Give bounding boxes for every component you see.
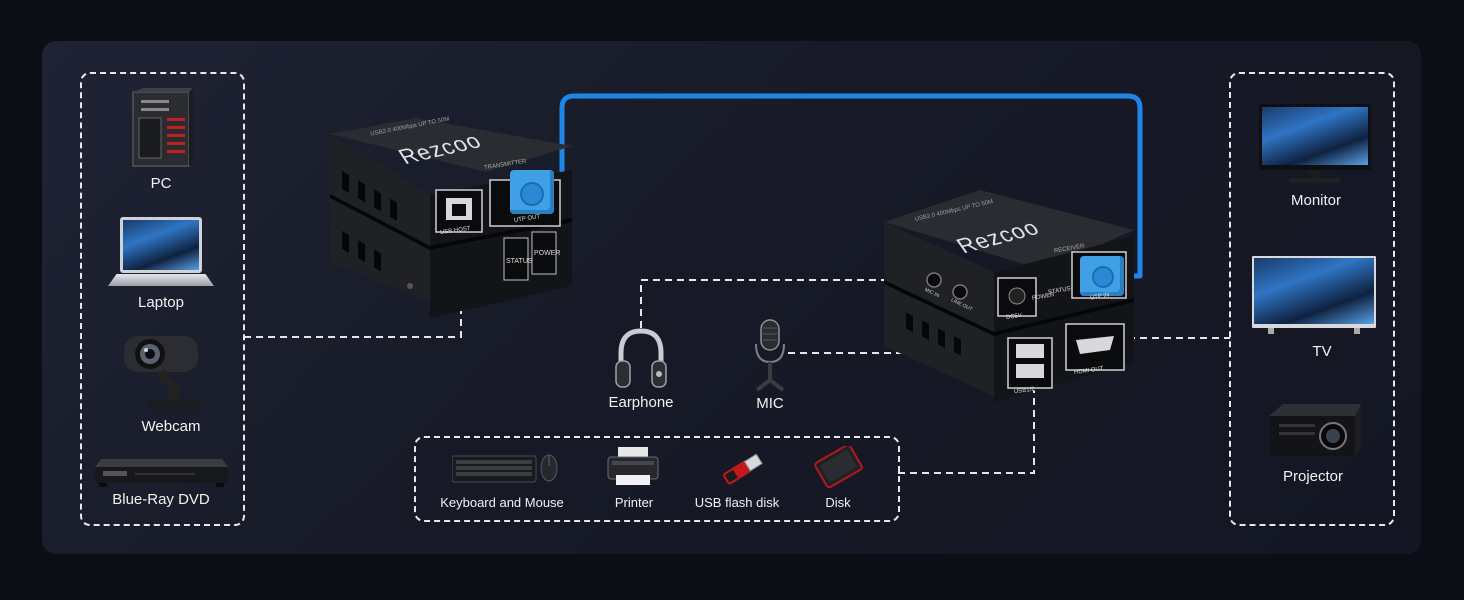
earphone-label: Earphone (608, 394, 674, 411)
webcam-icon (120, 332, 206, 412)
monitor-icon (1259, 104, 1371, 186)
mic-label: MIC (756, 395, 784, 412)
transmitter-power-label: POWER (534, 250, 561, 257)
disk-label: Disk (825, 495, 851, 510)
source-devices-box (80, 72, 245, 526)
earphone-to-receiver-line (640, 279, 930, 328)
pc-label: PC (150, 175, 172, 192)
keyboard-mouse-label: Keyboard and Mouse (440, 495, 564, 510)
receiver-device: Rezcoo USB2.0 400Mbps UP TO 50M RECEIVER… (884, 190, 1134, 406)
usb-flash-disk-icon (718, 449, 766, 489)
monitor-label: Monitor (1290, 192, 1342, 209)
transmitter-rj45-connector (510, 170, 554, 214)
printer-label: Printer (614, 495, 654, 510)
keyboard-mouse-icon (451, 452, 558, 484)
display-devices-box (1229, 72, 1395, 526)
bluray-label: Blue-Ray DVD (112, 491, 210, 508)
bluray-player-icon (95, 459, 228, 487)
microphone-icon (753, 318, 787, 392)
receiver-rj45-connector (1080, 256, 1124, 296)
usb-devices-box (414, 436, 900, 522)
disk-icon (813, 444, 865, 489)
earphone-icon (614, 325, 668, 391)
transmitter-device: Rezcoo USB2.0 400Mbps UP TO 50M TRANSMIT… (330, 116, 572, 322)
usb-devices-to-receiver-line (898, 390, 1035, 474)
tv-icon (1252, 256, 1376, 334)
transmitter-status-label: STATUS (506, 258, 533, 265)
printer-icon (606, 447, 660, 487)
pc-icon (131, 88, 193, 168)
projector-icon (1263, 402, 1363, 460)
projector-label: Projector (1282, 468, 1344, 485)
tv-label: TV (1312, 343, 1332, 360)
network-cable (556, 93, 1143, 279)
laptop-label: Laptop (138, 294, 184, 311)
laptop-icon (108, 217, 214, 291)
webcam-label: Webcam (141, 418, 201, 435)
usb-flash-disk-label: USB flash disk (694, 495, 780, 510)
